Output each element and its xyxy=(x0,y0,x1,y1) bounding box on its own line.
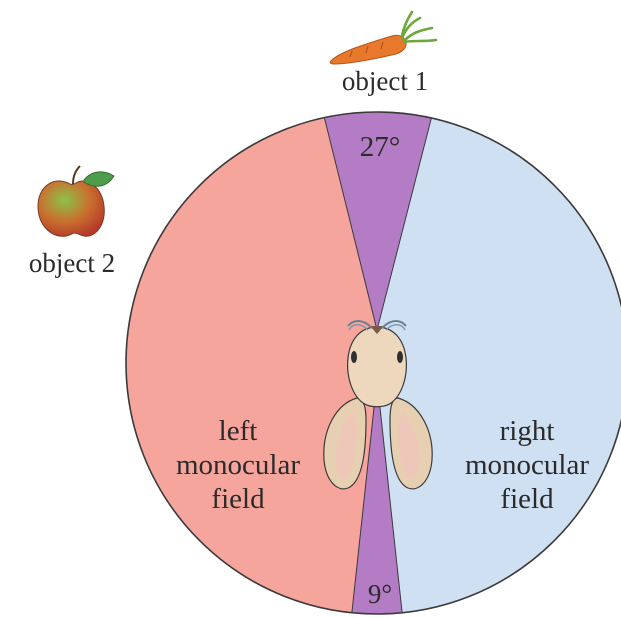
apple-icon xyxy=(37,165,115,237)
right-monocular-field-label: right monocular field xyxy=(465,415,589,515)
svg-text:field: field xyxy=(500,483,554,515)
object-1-label: object 1 xyxy=(342,66,428,96)
visual-field-outline xyxy=(125,111,621,615)
svg-text:monocular: monocular xyxy=(176,449,300,481)
binocular-rear-wedge xyxy=(349,379,405,614)
rabbit-head-icon xyxy=(323,320,433,490)
carrot-icon xyxy=(329,10,438,65)
left-monocular-field-label: left monocular field xyxy=(176,415,300,515)
svg-text:left: left xyxy=(219,415,258,447)
binocular-rear-angle-label: 9° xyxy=(368,579,392,609)
object-2-label: object 2 xyxy=(29,248,115,278)
svg-text:monocular: monocular xyxy=(465,449,589,481)
binocular-front-wedge xyxy=(319,112,437,331)
svg-text:field: field xyxy=(211,483,265,515)
svg-text:right: right xyxy=(500,415,555,447)
binocular-front-angle-label: 27° xyxy=(360,131,401,163)
